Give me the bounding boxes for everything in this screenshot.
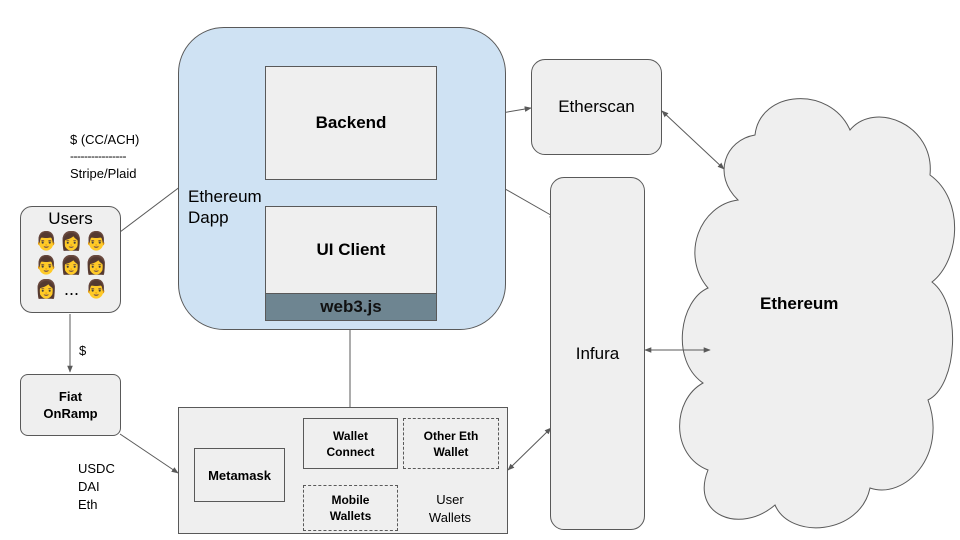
- users-title: Users: [48, 209, 93, 228]
- user-emoji: 👩: [35, 279, 58, 299]
- edge-label-payment-method: $ (CC/ACH): [70, 132, 140, 147]
- mobile-wallets-node: Mobile Wallets: [303, 485, 398, 531]
- users-node: Users 👨 👩 👨 👨 👩 👩 👩 ... 👨: [20, 206, 121, 313]
- user-emoji: 👩: [60, 255, 83, 275]
- user-emoji: 👩: [85, 255, 108, 275]
- backend-node: Backend: [265, 66, 437, 180]
- edge-label-dollar: $: [79, 343, 87, 358]
- metamask-node: Metamask: [194, 448, 285, 502]
- user-emoji: 👩: [60, 231, 83, 251]
- user-emoji: 👨: [85, 231, 108, 251]
- edge-label-dashes: ----------------: [70, 149, 126, 163]
- edge-label-tokens: USDC DAI Eth: [78, 461, 115, 512]
- ethereum-dapp-label: Ethereum Dapp: [188, 187, 262, 227]
- user-wallets-label: User Wallets: [428, 492, 472, 525]
- edge-etherscan-ethereum: [661, 110, 725, 170]
- user-emoji: 👨: [85, 279, 108, 299]
- edge-wallets-infura: [507, 427, 552, 471]
- infura-node: Infura: [550, 177, 645, 530]
- ethereum-cloud-shape: [679, 98, 956, 529]
- user-emoji: 👨: [35, 231, 58, 251]
- other-eth-wallet-node: Other Eth Wallet: [403, 418, 499, 469]
- ethereum-node-label: Ethereum: [760, 294, 839, 313]
- etherscan-node: Etherscan: [531, 59, 662, 155]
- edge-fiat-wallets: [119, 433, 179, 474]
- ui-client-node: UI Client: [265, 206, 437, 294]
- user-emoji: 👨: [35, 255, 58, 275]
- users-emoji-grid: 👨 👩 👨 👨 👩 👩 👩 ... 👨: [34, 229, 110, 301]
- wallet-connect-node: Wallet Connect: [303, 418, 398, 469]
- web3js-bar: web3.js: [265, 293, 437, 321]
- user-emoji-ellipsis: ...: [63, 279, 79, 299]
- edge-label-processor: Stripe/Plaid: [70, 166, 137, 181]
- fiat-onramp-node: Fiat OnRamp: [20, 374, 121, 436]
